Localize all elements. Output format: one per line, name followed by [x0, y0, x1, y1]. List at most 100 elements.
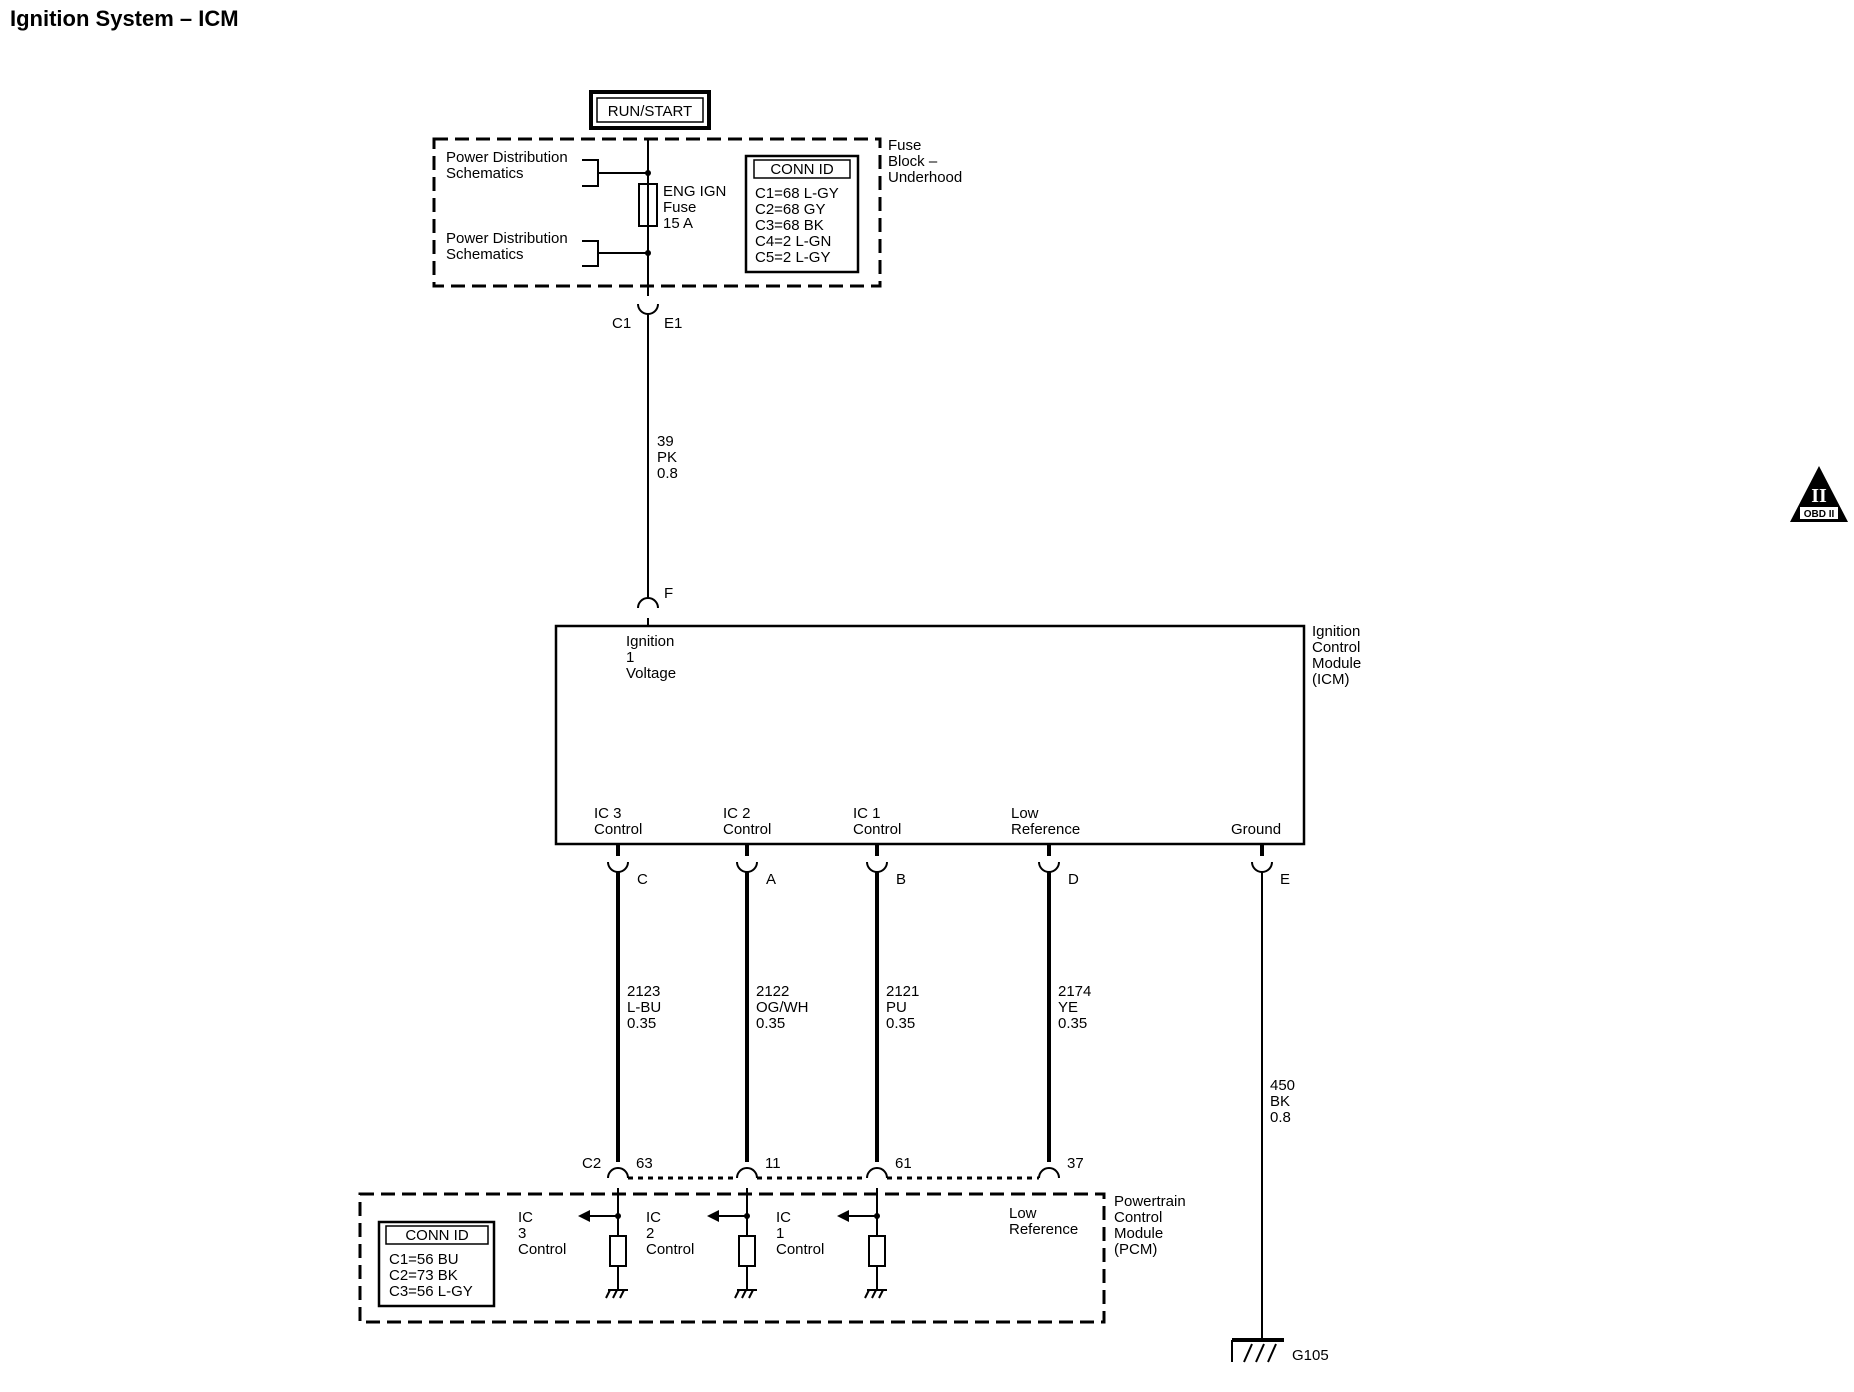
ic3-wire-size: 0.35: [627, 1015, 656, 1032]
ic3-pin: C: [637, 871, 648, 888]
ic3-label-1: IC 3: [594, 805, 622, 822]
low-ref-label-2: Reference: [1011, 821, 1080, 838]
pcm-ic2-label-1: IC: [646, 1209, 661, 1226]
low-ref-wire-size: 0.35: [1058, 1015, 1087, 1032]
ic1-pin: B: [896, 871, 906, 888]
fuse-pin-label: E1: [664, 315, 682, 332]
obd-numeral: II: [1811, 485, 1827, 507]
ic2-wire-color: OG/WH: [756, 999, 809, 1016]
ic2-label-2: Control: [723, 821, 771, 838]
pcm-ic3-label-3: Control: [518, 1241, 566, 1258]
fuse-conn-id-c1: C1=68 L-GY: [755, 185, 839, 202]
pcm-ic1-driver: [837, 1188, 887, 1299]
ic3-label-2: Control: [594, 821, 642, 838]
ic1-pcm-pin: 61: [895, 1155, 912, 1172]
icm-name-1: Ignition: [1312, 623, 1360, 640]
ic3-wire-color: L-BU: [627, 999, 661, 1016]
feed-wire-circuit: 39: [657, 433, 674, 450]
pcm-module: Powertrain Control Module (PCM) CONN ID …: [358, 1188, 1186, 1324]
ic1-wire-circuit: 2121: [886, 983, 919, 1000]
fuse-label-2: Fuse: [663, 199, 696, 216]
pcm-ic1-label-1: IC: [776, 1209, 791, 1226]
ic2-wire-size: 0.35: [756, 1015, 785, 1032]
pcm-ic1-label-3: Control: [776, 1241, 824, 1258]
fuse-block-conn-id: CONN ID C1=68 L-GY C2=68 GY C3=68 BK C4=…: [744, 154, 860, 274]
run-start-source: RUN/START: [589, 90, 711, 130]
low-ref-wire-color: YE: [1058, 999, 1078, 1016]
ic2-wire-circuit: 2122: [756, 983, 789, 1000]
fuse-block-name-1: Fuse: [888, 137, 921, 154]
low-ref-pcm-pin: 37: [1067, 1155, 1084, 1172]
icm-input-label-3: Voltage: [626, 665, 676, 682]
ic1-label-2: Control: [853, 821, 901, 838]
fuse-conn-id-c2: C2=68 GY: [755, 201, 825, 218]
power-dist-1-line2: Schematics: [446, 165, 524, 182]
icm-input-pin: F: [664, 585, 673, 602]
ic3-pcm-pin: 63: [636, 1155, 653, 1172]
fuse-conn-id-c4: C4=2 L-GN: [755, 233, 831, 250]
ground-point-label: G105: [1292, 1347, 1329, 1364]
ic2-pcm-pin: 11: [765, 1155, 781, 1172]
fuse-block: Fuse Block – Underhood Power Distributio…: [432, 137, 962, 296]
ground-symbol-icon: [1231, 1338, 1284, 1363]
pcm-ic2-driver: [707, 1188, 757, 1299]
pcm-name-2: Control: [1114, 1209, 1162, 1226]
pcm-connector-label: C2: [582, 1155, 601, 1172]
icm-input-label-2: 1: [626, 649, 634, 666]
pcm-name-3: Module: [1114, 1225, 1163, 1242]
feed-wire-size: 0.8: [657, 465, 678, 482]
diagram-title: Ignition System – ICM: [10, 6, 239, 31]
pcm-ic2-label-3: Control: [646, 1241, 694, 1258]
pcm-ic3-driver: [578, 1188, 628, 1299]
pcm-conn-id-c3: C3=56 L-GY: [389, 1283, 473, 1300]
pcm-ic2-label-2: 2: [646, 1225, 654, 1242]
fuse-block-name-2: Block –: [888, 153, 938, 170]
run-start-label: RUN/START: [608, 103, 692, 120]
pcm-conn-id-c1: C1=56 BU: [389, 1251, 459, 1268]
pcm-connector-c2: C2 63 11 61 37: [582, 1155, 1084, 1180]
power-dist-2-line1: Power Distribution: [446, 230, 568, 247]
pcm-name-1: Powertrain: [1114, 1193, 1186, 1210]
ground-pin: E: [1280, 871, 1290, 888]
icm-name-2: Control: [1312, 639, 1360, 656]
ic1-label-1: IC 1: [853, 805, 881, 822]
pcm-low-ref-label-1: Low: [1009, 1205, 1037, 1222]
pcm-ic3-label-2: 3: [518, 1225, 526, 1242]
pcm-low-ref-label-2: Reference: [1009, 1221, 1078, 1238]
power-dist-1-line1: Power Distribution: [446, 149, 568, 166]
icm-output-connectors: C A B D E: [607, 844, 1290, 888]
pcm-conn-id: CONN ID C1=56 BU C2=73 BK C3=56 L-GY: [377, 1220, 496, 1308]
ic2-pin: A: [766, 871, 776, 888]
feed-wire-color: PK: [657, 449, 677, 466]
ic1-wire-color: PU: [886, 999, 907, 1016]
fuse-connector-label: C1: [612, 315, 631, 332]
pcm-ic3-label-1: IC: [518, 1209, 533, 1226]
pcm-ic1-label-2: 1: [776, 1225, 784, 1242]
fuse-label-3: 15 A: [663, 215, 693, 232]
low-ref-wire-circuit: 2174: [1058, 983, 1091, 1000]
obd-ii-badge-icon: II OBD II: [1790, 466, 1848, 522]
power-dist-2-line2: Schematics: [446, 246, 524, 263]
signal-wires: [616, 872, 1051, 1162]
icm-name-4: (ICM): [1312, 671, 1350, 688]
ground-wire-size: 0.8: [1270, 1109, 1291, 1126]
icm-input-label-1: Ignition: [626, 633, 674, 650]
ground-label: Ground: [1231, 821, 1281, 838]
low-ref-pin: D: [1068, 871, 1079, 888]
pcm-name-4: (PCM): [1114, 1241, 1157, 1258]
ic1-wire-size: 0.35: [886, 1015, 915, 1032]
fuse-conn-id-title: CONN ID: [770, 161, 834, 178]
fuse-block-name-3: Underhood: [888, 169, 962, 186]
pcm-conn-id-c2: C2=73 BK: [389, 1267, 458, 1284]
pcm-conn-id-title: CONN ID: [405, 1227, 469, 1244]
obd-text: OBD II: [1804, 509, 1835, 520]
ground-wire-circuit: 450: [1270, 1077, 1295, 1094]
fuse-conn-id-c5: C5=2 L-GY: [755, 249, 830, 266]
icm-module: Ignition Control Module (ICM) Ignition 1…: [554, 623, 1361, 846]
low-ref-label-1: Low: [1011, 805, 1039, 822]
ground-wire-color: BK: [1270, 1093, 1290, 1110]
ic2-label-1: IC 2: [723, 805, 751, 822]
icm-name-3: Module: [1312, 655, 1361, 672]
fuse-label-1: ENG IGN: [663, 183, 726, 200]
